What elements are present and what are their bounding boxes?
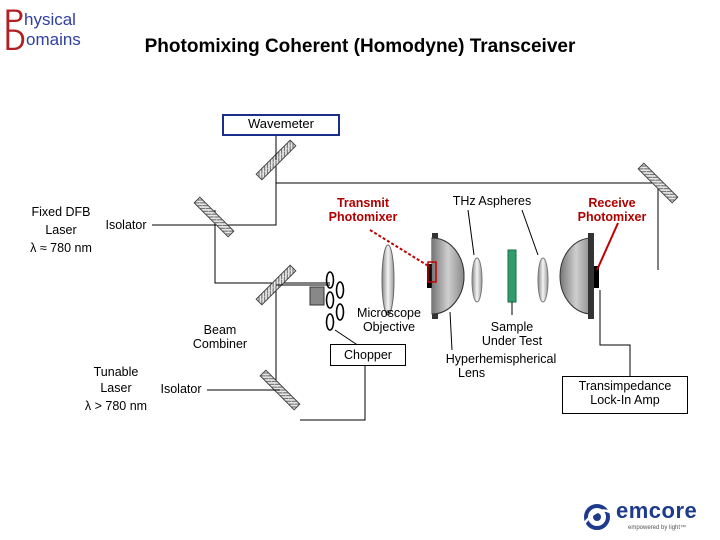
chopper-wheel	[325, 271, 345, 331]
receive-photomixer-chip	[594, 266, 599, 288]
mirror-top-right	[637, 162, 679, 204]
mirror-upper-left	[193, 196, 235, 238]
thz-aspheres-label: THz Aspheres	[452, 194, 532, 208]
asphere-pointer-1	[467, 209, 475, 256]
microscope-objective-line1: Microscope	[357, 306, 421, 320]
emcore-swirl-icon	[582, 504, 611, 530]
beam-splitter-to-bottom-mirror	[276, 290, 300, 390]
emcore-logo: emcore empowered by light™	[582, 498, 712, 534]
transmit-photomixer-line2: Photomixer	[328, 210, 398, 224]
sample-line2: Under Test	[481, 334, 543, 348]
transmit-photomixer-line1: Transmit	[336, 196, 390, 210]
fixed-laser-wavelength: λ ≈ 780 nm	[30, 241, 92, 255]
physical-domains-logo: P D hysical omains	[4, 4, 104, 57]
chopper-label-box: Chopper	[330, 344, 406, 366]
beam-mirror-to-splitter	[214, 225, 276, 284]
sample-label: Sample Under Test	[470, 320, 554, 348]
tunable-laser-wavelength: λ > 780 nm	[84, 399, 148, 413]
receive-hyperhemispherical-lens	[559, 237, 593, 315]
isolator-tunable: Isolator	[155, 382, 207, 398]
transmit-photomixer-label: Transmit Photomixer	[318, 196, 408, 224]
emcore-tagline: empowered by light™	[628, 525, 687, 531]
logo-text-physical: hysical	[24, 10, 76, 29]
receive-photomixer-line1: Receive	[588, 196, 636, 210]
wavemeter-box: Wavemeter	[222, 114, 340, 136]
transimpedance-line2: Lock-In Amp	[590, 393, 660, 407]
fixed-laser-line2: Laser	[45, 223, 77, 237]
microscope-objective-line2: Objective	[362, 320, 416, 334]
hyperhemispherical-lens-label: Hyperhemispherical Lens	[428, 352, 574, 380]
hyper-lens-pointer	[449, 311, 453, 351]
logo-text-domains: omains	[26, 30, 81, 49]
transimpedance-lock-in-amp: Transimpedance Lock-In Amp	[562, 376, 688, 414]
asphere-pointer-2	[521, 209, 539, 256]
logo-letter-d: D	[4, 24, 26, 57]
sample-under-test	[507, 249, 517, 303]
hyper-lens-line1: Hyperhemispherical	[445, 352, 557, 366]
receive-photomixer-label: Receive Photomixer	[566, 196, 658, 224]
fixed-laser-line1: Fixed DFB	[31, 205, 91, 219]
microscope-objective-label: Microscope Objective	[344, 306, 434, 334]
beam-combiner-label: Beam Combiner	[180, 323, 260, 351]
receive-lens-mount	[588, 233, 594, 319]
hyper-lens-line2: Lens	[458, 366, 486, 380]
sample-line1: Sample	[490, 320, 534, 334]
tunable-laser-line1: Tunable	[93, 365, 139, 379]
beam-combiner-line2: Combiner	[192, 337, 248, 351]
emcore-name: emcore	[616, 498, 698, 523]
tunable-laser-line2: Laser	[100, 381, 132, 395]
transmit-photomixer-pointer	[369, 229, 431, 268]
microscope-objective-lens	[381, 244, 395, 316]
fixed-dfb-laser: Fixed DFB Laser λ ≈ 780 nm	[22, 203, 102, 259]
transmit-photomixer-chip	[427, 264, 432, 288]
receive-photomixer-line2: Photomixer	[577, 210, 647, 224]
logo-letter-p: P	[4, 4, 25, 37]
thz-asphere-1	[471, 257, 483, 303]
transimpedance-wire	[599, 290, 631, 378]
beam-combiner-line1: Beam	[203, 323, 237, 337]
tunable-laser: Tunable Laser λ > 780 nm	[76, 363, 156, 419]
chopper-mount	[309, 286, 325, 306]
transimpedance-line1: Transimpedance	[578, 379, 672, 393]
thz-asphere-2	[537, 257, 549, 303]
isolator-fixed: Isolator	[100, 218, 152, 234]
chopper-to-lower-mirror	[300, 365, 366, 421]
receive-photomixer-pointer	[596, 222, 619, 271]
page-title: Photomixing Coherent (Homodyne) Transcei…	[144, 36, 576, 57]
